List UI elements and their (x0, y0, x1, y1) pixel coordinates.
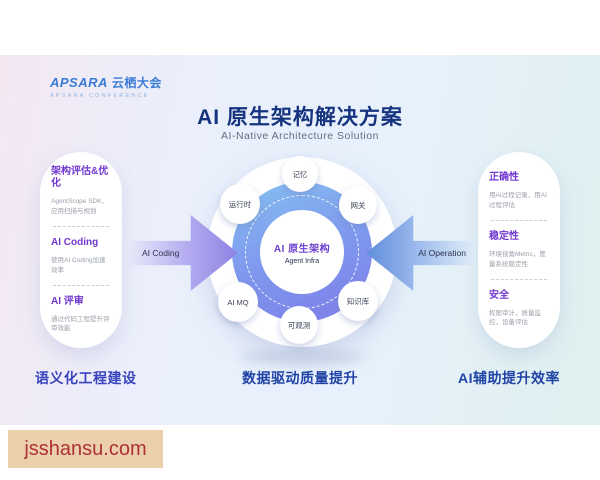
right-panel-heading-3: 安全 (489, 289, 509, 301)
left-panel: 架构评估&优化 AgentScope SDK、应用扫描与规划 AI Coding… (40, 152, 122, 348)
node-runtime: 运行时 (220, 184, 260, 224)
ai-operation-arrow: AI Operation (366, 215, 476, 291)
left-panel-desc-1: AgentScope SDK、应用扫描与规划 (51, 198, 109, 215)
watermark-badge: jsshansu.com (8, 430, 163, 468)
watermark-text: jsshansu.com (24, 437, 147, 460)
right-panel: 正确性 用AI过程记录，用AI过程评估 稳定性 环境视角Metric，度量系统稳… (478, 152, 560, 348)
logo-brand: APSARA (50, 75, 108, 90)
page-subtitle: AI-Native Architecture Solution (221, 130, 379, 142)
caption-data-driven-quality: 数据驱动质量提升 (242, 370, 358, 386)
core-title: AI 原生架构 (273, 243, 331, 255)
left-panel-heading-3: AI 评审 (51, 295, 84, 307)
node-knowledge-base: 知识库 (338, 281, 378, 321)
right-panel-desc-2: 环境视角Metric，度量系统稳定性 (489, 251, 546, 268)
left-panel-desc-2: 使用AI Coding加速效率 (51, 257, 106, 274)
right-panel-heading-1: 正确性 (489, 172, 519, 184)
dashed-divider (491, 220, 547, 222)
ai-coding-arrow: AI Coding (128, 215, 238, 291)
caption-semantic-engineering: 语义化工程建设 (35, 370, 137, 386)
ai-operation-arrow-label: AI Operation (418, 248, 466, 258)
ai-coding-arrow-label: AI Coding (142, 248, 180, 258)
core-circle: AI 原生架构 Agent Infra (260, 210, 344, 294)
right-panel-heading-2: 稳定性 (489, 231, 519, 243)
dashed-divider (53, 284, 109, 286)
disc-shadow (240, 350, 366, 364)
right-panel-desc-3: 权限审计，质量监控，设备评估 (489, 309, 541, 327)
logo-brand-cn: 云栖大会 (111, 76, 162, 90)
core-subtitle: Agent Infra (284, 257, 320, 265)
caption-ai-assisted-efficiency: AI辅助提升效率 (458, 370, 560, 386)
node-observability: 可观测 (280, 306, 318, 344)
left-panel-heading-2: AI Coding (51, 237, 99, 249)
node-ai-mq: AI MQ (218, 282, 258, 322)
page-title: AI 原生架构解决方案 (197, 106, 403, 129)
logo-tagline: APSARA CONFERENCE (50, 93, 150, 99)
right-panel-desc-1: 用AI过程记录，用AI过程评估 (489, 192, 547, 209)
node-memory: 记忆 (282, 156, 318, 192)
node-gateway: 网关 (339, 186, 377, 224)
dashed-divider (53, 226, 109, 228)
left-panel-heading-1: 架构评估&优化 (51, 166, 109, 190)
dashed-divider (491, 278, 547, 280)
left-panel-desc-3: 通过代码工程提升评审效能 (51, 315, 110, 333)
